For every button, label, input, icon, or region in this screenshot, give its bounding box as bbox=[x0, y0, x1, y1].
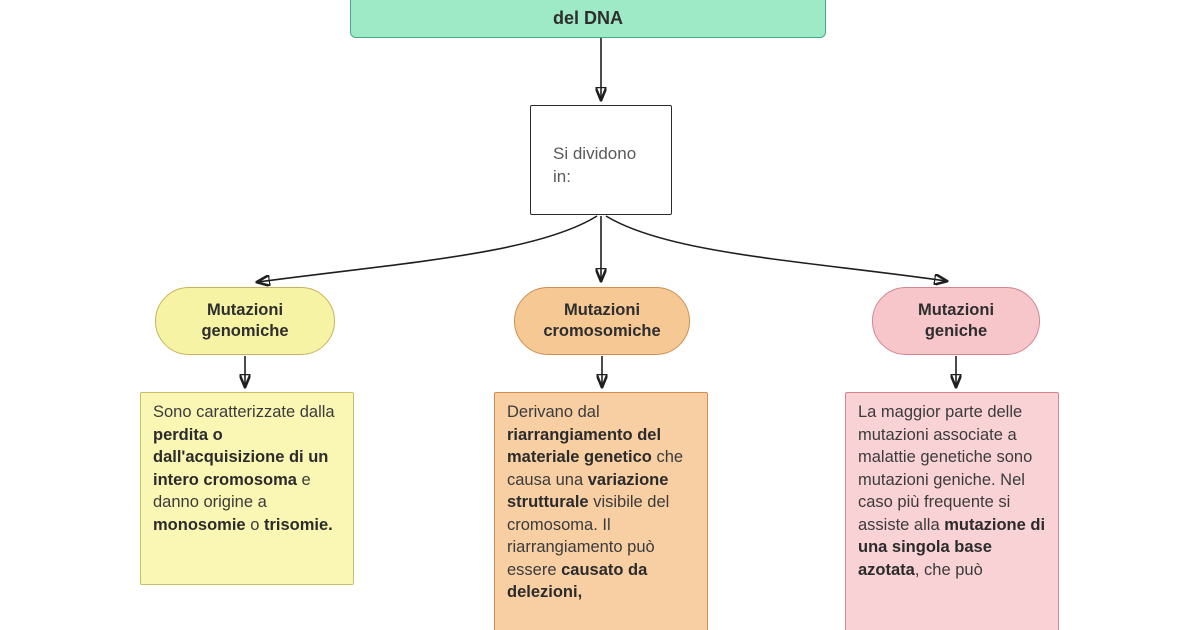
description-geniche: La maggior parte delle mutazioni associa… bbox=[845, 392, 1059, 630]
arrow-divider-to-genomiche bbox=[258, 215, 598, 282]
divider-node: Si dividono in: bbox=[530, 105, 672, 215]
divider-node-label: Si dividono in: bbox=[553, 144, 637, 186]
pill-mutazioni-cromosomiche: Mutazioni cromosomiche bbox=[514, 287, 690, 355]
pill-mutazioni-genomiche: Mutazioni genomiche bbox=[155, 287, 335, 355]
pill-label: Mutazioni cromosomiche bbox=[543, 301, 661, 340]
root-node: del DNA bbox=[350, 0, 826, 38]
arrow-divider-to-geniche bbox=[605, 215, 946, 281]
description-genomiche: Sono caratterizzate dalla perdita o dall… bbox=[140, 392, 354, 585]
pill-label: Mutazioni geniche bbox=[917, 301, 995, 340]
pill-label: Mutazioni genomiche bbox=[201, 301, 289, 340]
description-cromosomiche: Derivano dal riarrangiamento del materia… bbox=[494, 392, 708, 630]
root-node-label: del DNA bbox=[552, 8, 623, 28]
pill-mutazioni-geniche: Mutazioni geniche bbox=[872, 287, 1040, 355]
